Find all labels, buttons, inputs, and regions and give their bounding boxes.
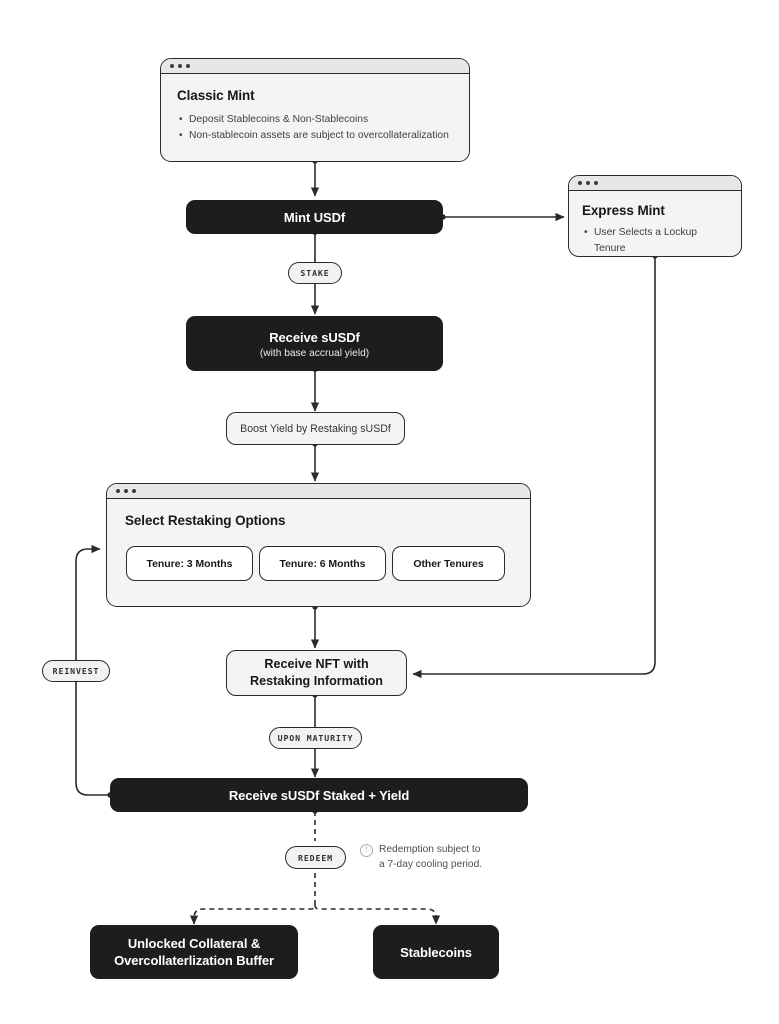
list-item: User Selects a Lockup Tenure [582, 225, 728, 256]
node-stablecoins[interactable]: Stablecoins [373, 925, 499, 979]
express-mint-title: Express Mint [582, 203, 665, 218]
restaking-options-title: Select Restaking Options [125, 513, 286, 528]
edge-redeem-to-unlocked-collateral [189, 873, 316, 925]
panel-titlebar-express-mint [569, 176, 741, 191]
window-dot-icon [124, 489, 128, 493]
redemption-note: Redemption subject to a 7-day cooling pe… [360, 842, 535, 872]
edge-label-stake: STAKE [288, 262, 342, 284]
chip-label: Other Tenures [413, 557, 484, 570]
edge-express-mint-to-receive-nft [412, 256, 656, 679]
edge-redeem-to-stablecoins [314, 904, 441, 925]
node-boost-yield[interactable]: Boost Yield by Restaking sUSDf [226, 412, 405, 445]
list-item: Deposit Stablecoins & Non-Stablecoins [177, 112, 453, 128]
info-icon [360, 844, 373, 857]
node-mint-usdf-label: Mint USDf [283, 209, 346, 225]
chip-label: Tenure: 3 Months [146, 557, 233, 570]
panel-restaking-options[interactable]: Select Restaking Options [106, 483, 531, 607]
node-receive-susdf-label: Receive sUSDf [269, 329, 360, 345]
panel-titlebar-restaking-options [107, 484, 530, 499]
window-dot-icon [186, 64, 190, 68]
panel-titlebar-classic-mint [161, 59, 469, 74]
node-unlocked-collateral-line2: Overcollaterlization Buffer [114, 953, 274, 968]
node-receive-nft[interactable]: Receive NFT with Restaking Information [226, 650, 407, 696]
window-dot-icon [594, 181, 598, 185]
chip-other-tenures[interactable]: Other Tenures [392, 546, 505, 581]
node-unlocked-collateral-line1: Unlocked Collateral & [127, 936, 261, 951]
panel-classic-mint[interactable]: Classic Mint Deposit Stablecoins & Non-S… [160, 58, 470, 162]
redemption-note-text: Redemption subject to a 7-day cooling pe… [379, 844, 483, 870]
chip-tenure-6-months[interactable]: Tenure: 6 Months [259, 546, 386, 581]
classic-mint-title: Classic Mint [177, 88, 255, 103]
classic-mint-bullet-list: Deposit Stablecoins & Non-Stablecoins No… [177, 112, 453, 144]
edge-label-reinvest: REINVEST [42, 660, 110, 682]
node-staked-yield[interactable]: Receive sUSDf Staked + Yield [110, 778, 528, 812]
chip-label: Tenure: 6 Months [279, 557, 366, 570]
window-dot-icon [170, 64, 174, 68]
node-stablecoins-label: Stablecoins [400, 944, 472, 960]
node-receive-susdf-sublabel: (with base accrual yield) [259, 347, 370, 359]
node-unlocked-collateral[interactable]: Unlocked Collateral & Overcollaterlizati… [90, 925, 298, 979]
node-receive-nft-line2: Restaking Information [250, 674, 383, 688]
panel-body-classic-mint: Classic Mint Deposit Stablecoins & Non-S… [161, 74, 469, 156]
list-item: Non-stablecoin assets are subject to ove… [177, 128, 453, 144]
node-mint-usdf[interactable]: Mint USDf [186, 200, 443, 234]
edge-label-redeem: REDEEM [285, 846, 346, 869]
express-mint-bullet-list: User Selects a Lockup Tenure [582, 225, 728, 256]
node-receive-nft-line1: Receive NFT with [264, 657, 369, 671]
window-dot-icon [132, 489, 136, 493]
node-staked-yield-label: Receive sUSDf Staked + Yield [228, 787, 410, 803]
chip-tenure-3-months[interactable]: Tenure: 3 Months [126, 546, 253, 581]
window-dot-icon [116, 489, 120, 493]
panel-body-express-mint: Express Mint User Selects a Lockup Tenur… [569, 191, 741, 256]
panel-express-mint[interactable]: Express Mint User Selects a Lockup Tenur… [568, 175, 742, 257]
node-boost-yield-label: Boost Yield by Restaking sUSDf [240, 422, 391, 435]
window-dot-icon [586, 181, 590, 185]
window-dot-icon [178, 64, 182, 68]
edge-label-upon-maturity: UPON MATURITY [269, 727, 362, 749]
window-dot-icon [578, 181, 582, 185]
panel-body-restaking-options: Select Restaking Options [107, 499, 530, 540]
node-receive-susdf[interactable]: Receive sUSDf (with base accrual yield) [186, 316, 443, 371]
